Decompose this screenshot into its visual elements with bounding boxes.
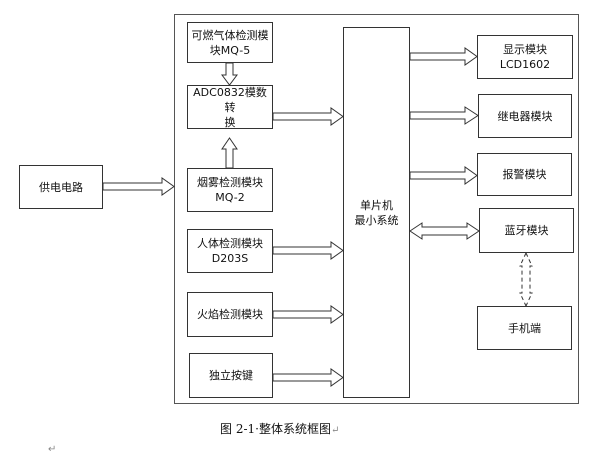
relay-label: 继电器模块 bbox=[497, 109, 553, 123]
arrow-flame-to-mcu bbox=[272, 305, 344, 324]
adc-box: ADC0832模数转 换 bbox=[187, 85, 273, 129]
adc-label: ADC0832模数转 换 bbox=[193, 85, 267, 129]
mcu-label: 单片机 最小系统 bbox=[354, 198, 399, 227]
smoke-sensor-label: 烟雾检测模块 MQ-2 bbox=[197, 176, 263, 204]
paragraph-mark-icon: ↵ bbox=[48, 444, 57, 455]
human-sensor-label: 人体检测模块 D203S bbox=[197, 237, 263, 265]
wireless-link-bluetooth-phone bbox=[519, 252, 533, 307]
arrow-power-to-system bbox=[102, 177, 175, 196]
arrow-mcu-to-alarm bbox=[409, 166, 478, 185]
smoke-sensor-box: 烟雾检测模块 MQ-2 bbox=[187, 168, 273, 212]
bluetooth-box: 蓝牙模块 bbox=[479, 208, 574, 253]
alarm-box: 报警模块 bbox=[477, 153, 572, 196]
flame-sensor-label: 火焰检测模块 bbox=[197, 308, 263, 321]
system-frame bbox=[174, 14, 579, 404]
arrow-gas-to-adc bbox=[221, 62, 238, 86]
phone-box: 手机端 bbox=[477, 306, 572, 350]
arrow-human-to-mcu bbox=[272, 241, 344, 260]
alarm-label: 报警模块 bbox=[502, 168, 547, 181]
figure-number: 图 2-1 bbox=[220, 422, 256, 436]
phone-label: 手机端 bbox=[508, 321, 541, 335]
bluetooth-label: 蓝牙模块 bbox=[504, 224, 549, 237]
arrow-smoke-to-adc bbox=[221, 137, 238, 169]
key-label: 独立按键 bbox=[209, 369, 253, 382]
flame-sensor-box: 火焰检测模块 bbox=[187, 292, 273, 337]
human-sensor-box: 人体检测模块 D203S bbox=[187, 229, 273, 273]
paragraph-mark-icon: ↵ bbox=[330, 425, 340, 436]
mcu-box: 单片机 最小系统 bbox=[343, 27, 410, 398]
arrow-mcu-to-relay bbox=[409, 106, 479, 125]
lcd-label: 显示模块LCD1602 bbox=[499, 43, 551, 71]
arrow-mcu-to-lcd bbox=[409, 47, 478, 66]
relay-box: 继电器模块 bbox=[478, 94, 572, 138]
arrow-key-to-mcu bbox=[272, 368, 344, 387]
figure-title: 整体系统框图 bbox=[258, 422, 331, 436]
figure-caption: 图 2-1·整体系统框图↵ bbox=[220, 422, 340, 436]
gas-sensor-label: 可燃气体检测模 块MQ-5 bbox=[191, 28, 269, 57]
arrow-mcu-bluetooth-bidirectional bbox=[409, 222, 480, 240]
key-box: 独立按键 bbox=[189, 353, 273, 398]
lcd-box: 显示模块LCD1602 bbox=[477, 35, 573, 79]
arrow-adc-to-mcu bbox=[272, 107, 344, 126]
power-supply-label: 供电电路 bbox=[39, 180, 83, 194]
power-supply-box: 供电电路 bbox=[19, 165, 103, 209]
